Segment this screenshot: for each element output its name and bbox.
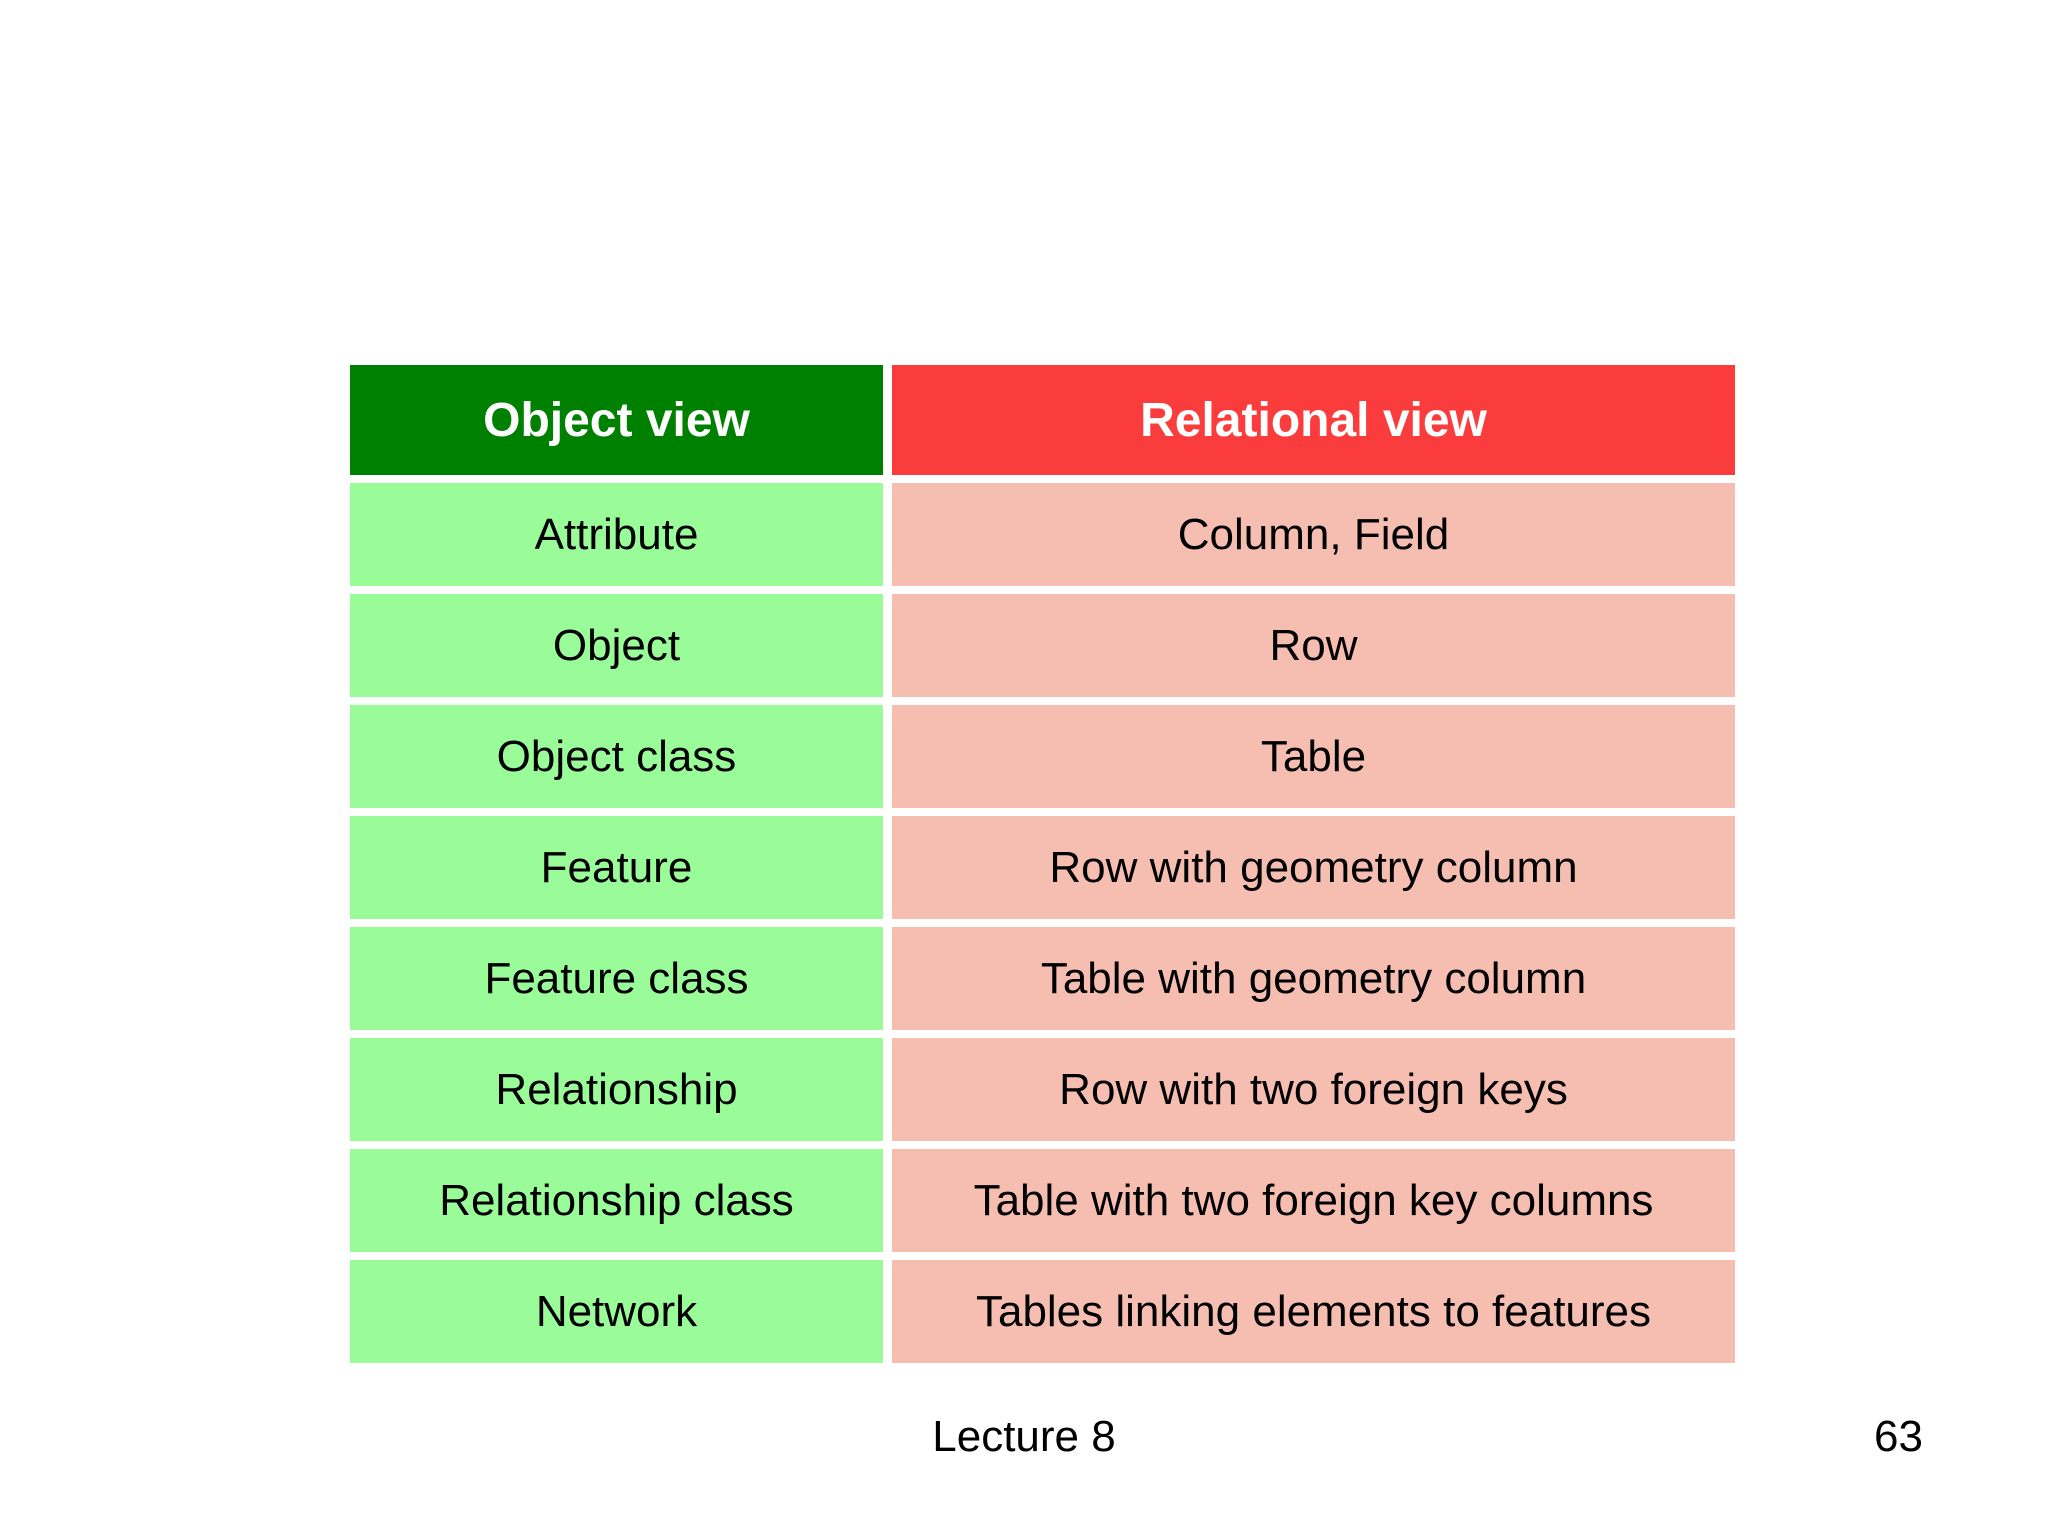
relational-view-header: Relational view bbox=[892, 365, 1735, 475]
relational-view-cell: Column, Field bbox=[892, 483, 1735, 586]
relational-view-cell: Table with two foreign key columns bbox=[892, 1149, 1735, 1252]
object-view-cell: Feature bbox=[350, 816, 883, 919]
object-view-cell: Feature class bbox=[350, 927, 883, 1030]
relational-view-cell: Tables linking elements to features bbox=[892, 1260, 1735, 1363]
object-view-cell: Relationship bbox=[350, 1038, 883, 1141]
relational-view-cell: Row with geometry column bbox=[892, 816, 1735, 919]
object-view-cell: Relationship class bbox=[350, 1149, 883, 1252]
relational-view-cell: Row bbox=[892, 594, 1735, 697]
object-view-header: Object view bbox=[350, 365, 883, 475]
relational-view-cell: Table bbox=[892, 705, 1735, 808]
footer-page-number: 63 bbox=[1874, 1412, 1923, 1461]
relational-view-cell: Table with geometry column bbox=[892, 927, 1735, 1030]
table-header-row: Object view Relational view bbox=[350, 365, 1735, 475]
object-view-cell: Attribute bbox=[350, 483, 883, 586]
object-view-cell: Object bbox=[350, 594, 883, 697]
object-view-cell: Object class bbox=[350, 705, 883, 808]
footer-lecture-label: Lecture 8 bbox=[932, 1412, 1116, 1461]
object-view-cell: Network bbox=[350, 1260, 883, 1363]
relational-view-cell: Row with two foreign keys bbox=[892, 1038, 1735, 1141]
